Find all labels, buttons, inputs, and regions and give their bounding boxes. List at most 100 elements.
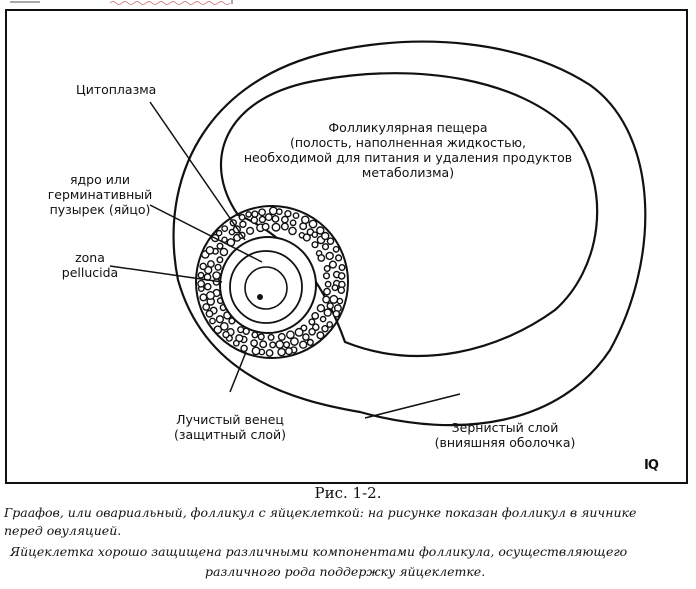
granule [205,291,215,301]
granule [284,209,292,218]
granule [246,226,255,235]
granule [271,214,280,223]
label-corona-radiata: Лучистый венец (защитный слой) [160,412,300,442]
nucleolus [257,294,263,300]
granule [268,206,278,216]
granule [302,233,311,242]
granule [269,341,277,349]
granule [197,271,205,279]
leader-corona [229,351,247,393]
caption-line: перед овуляцией. [4,523,122,538]
granule [284,347,293,356]
follicle-wall [172,40,647,427]
granule [251,331,259,339]
granule [311,311,320,320]
granule [277,332,286,341]
follicular-cavity-outline [219,72,599,358]
granule [311,231,319,238]
granule [216,242,224,250]
granule [282,341,291,349]
granule [235,334,244,343]
granule [319,315,327,323]
granule [323,287,331,296]
granule [232,339,240,347]
granule [257,333,265,341]
granule [251,346,261,356]
label-line: герминативный [47,187,153,202]
granule [205,309,214,318]
granule [203,282,212,291]
granule [265,349,274,357]
granule [325,251,334,261]
granule [302,333,310,341]
granule [222,330,230,339]
granule [308,318,316,326]
granule [212,271,221,280]
granule [300,215,310,225]
figure-frame [5,9,688,484]
nucleus [244,266,288,310]
granule [219,247,229,257]
granule [326,302,334,310]
artist-signature: IQ [644,458,659,473]
granule [215,315,225,324]
granule [337,272,346,280]
granule [322,272,331,280]
granule [316,304,326,313]
granule [277,347,286,357]
label-line: метаболизма) [361,165,455,180]
caption-line: Яйцеклетка хорошо защищена различными ко… [10,544,628,559]
granule [292,212,300,220]
label-nucleus: ядро или герминативный пузырек (яйцо) [40,172,160,217]
granule [308,219,318,229]
granule [324,280,332,288]
granule [337,286,346,295]
label-line: необходимой для питания и удаления проду… [243,150,573,165]
granule [328,260,338,269]
label-line: Лучистый венец [176,412,284,427]
granule [259,340,268,349]
granule [240,344,248,353]
granule [311,241,319,249]
granule [206,260,215,268]
granule [331,284,339,292]
granule [264,213,273,222]
label-cytoplasm: Цитоплазма [76,82,157,97]
label-line: Фолликулярная пещера [328,120,488,135]
granule [261,222,270,231]
granule [237,326,245,334]
label-line: (полость, наполненная жидкостью, [289,135,527,150]
granule [199,262,207,271]
granule [221,225,229,233]
label-zona-pellucida: zona pellucida [50,250,130,280]
label-granulosa: Зернистый слой (внияшняя оболочка) [420,420,590,450]
scan-squiggle [109,1,231,5]
granule [275,208,283,216]
granule [202,303,211,311]
leader-zona [109,265,223,283]
caption-title: Рис. 1-2. [314,484,382,502]
granule [275,340,285,349]
granule [280,215,289,224]
granule [215,229,223,237]
granule [258,208,266,217]
granule [219,321,229,331]
granule [289,219,297,227]
granule [280,222,289,231]
granule [267,333,275,341]
label-line: Зернистый слой [451,420,559,435]
granule [238,213,246,221]
granule [239,220,247,229]
granule [213,325,223,335]
label-line: (внияшняя оболочка) [434,435,576,450]
granule [294,327,304,337]
granule [332,309,341,318]
granule [308,327,316,336]
granule [332,245,340,253]
cumulus-granules [197,206,346,357]
label-line: pellucida [61,265,119,280]
granule [316,331,325,340]
granule [205,245,215,255]
granule [251,210,259,218]
